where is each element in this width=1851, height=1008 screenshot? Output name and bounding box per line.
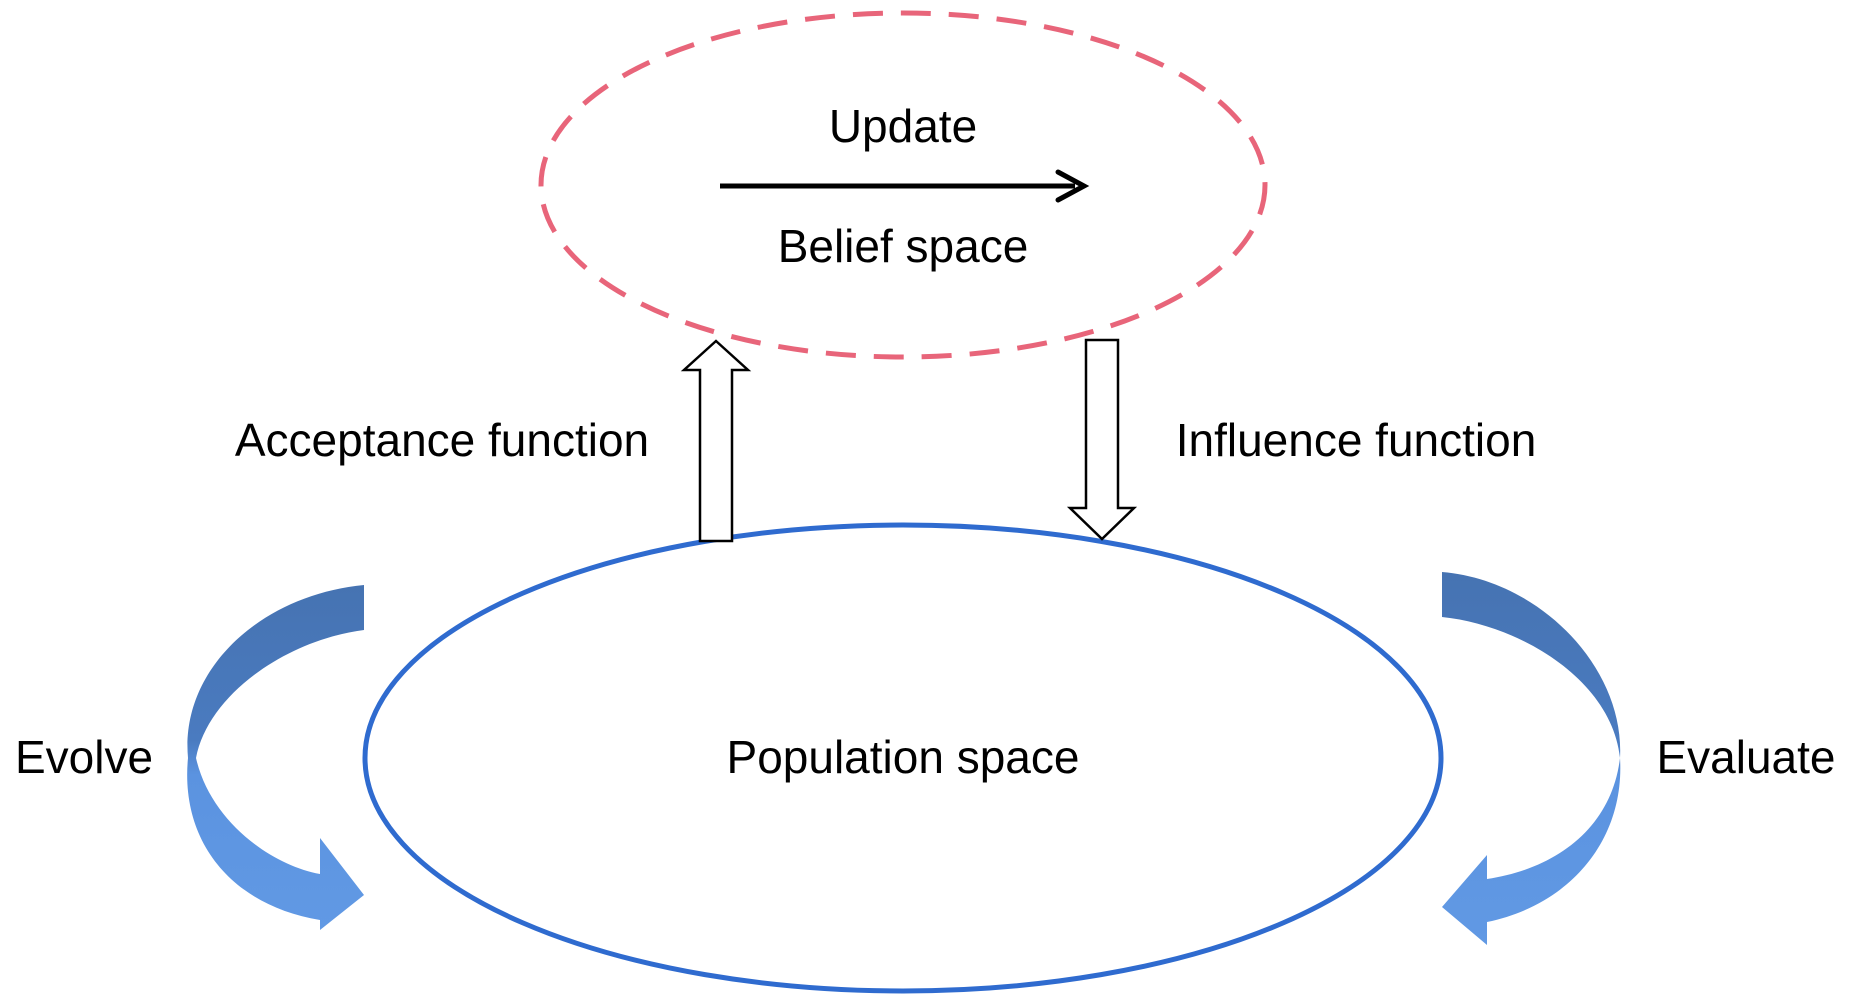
influence-function-label: Influence function bbox=[1176, 414, 1537, 466]
influence-arrow bbox=[1066, 338, 1138, 541]
evolve-label: Evolve bbox=[15, 731, 153, 783]
evolve-curved-arrow bbox=[187, 585, 364, 930]
update-arrow bbox=[720, 169, 1090, 203]
evaluate-label: Evaluate bbox=[1656, 731, 1835, 783]
evaluate-curved-arrow bbox=[1442, 572, 1621, 945]
belief-space-ellipse bbox=[538, 10, 1268, 360]
belief-space-label: Belief space bbox=[778, 220, 1029, 272]
acceptance-function-label: Acceptance function bbox=[235, 414, 649, 466]
population-space-ellipse bbox=[362, 522, 1444, 994]
acceptance-arrow bbox=[680, 339, 752, 543]
population-space-label: Population space bbox=[727, 731, 1080, 783]
update-label: Update bbox=[829, 100, 977, 152]
